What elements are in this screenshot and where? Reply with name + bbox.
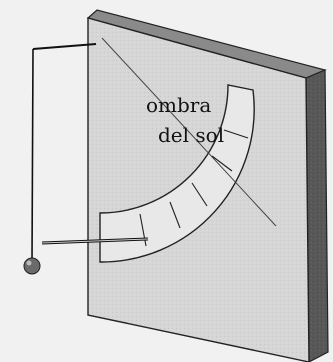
plumb-ball-highlight [26, 260, 32, 266]
sun-shadow-line [101, 37, 277, 227]
scale-tick [169, 201, 181, 229]
label-ombra: ombra [146, 93, 211, 117]
label-del-sol: del sol [158, 123, 224, 147]
scale-tick [191, 182, 208, 207]
plumb-ball [23, 257, 41, 275]
board-side [305, 69, 329, 362]
scale-tick [139, 213, 147, 247]
scale-band [99, 84, 255, 263]
gnomon-rod [41, 237, 149, 245]
scale-tick [211, 155, 233, 172]
plumb-rod [31, 43, 97, 263]
scale-tick [223, 129, 249, 139]
scale-ticks [139, 129, 249, 247]
